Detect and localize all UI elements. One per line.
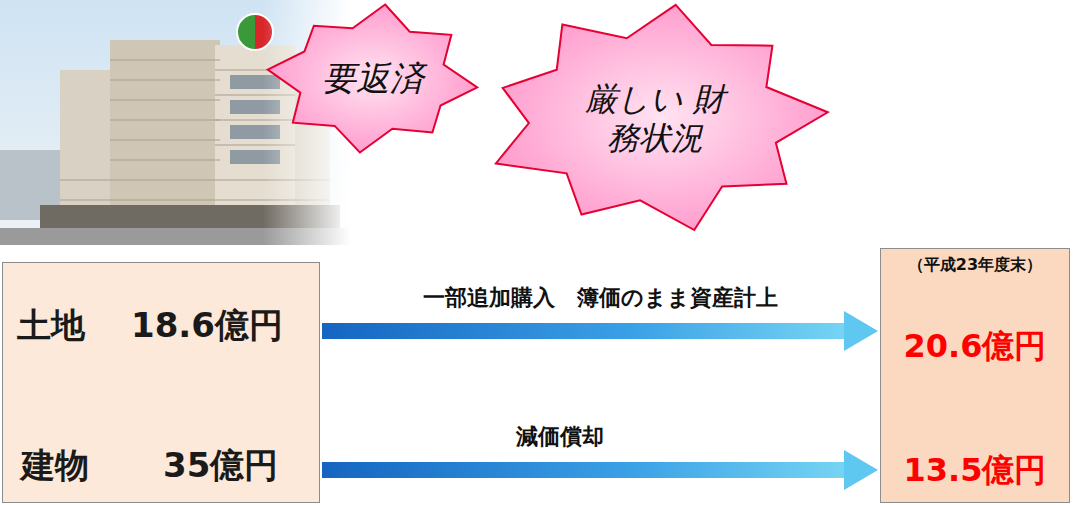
- arrow-label: 一部追加購入 簿価のまま資産計上: [423, 283, 778, 313]
- asset-value: 20.6億円: [904, 327, 1047, 365]
- callout-text: 厳しい 財務状況: [580, 80, 730, 157]
- starburst-shape: [496, 5, 828, 230]
- flow-arrow: [322, 462, 844, 478]
- starburst-shape: [268, 5, 477, 153]
- asset-value: 13.5億円: [904, 451, 1047, 489]
- result-box: （平成23年度末） 20.6億円 13.5億円: [880, 248, 1070, 503]
- flow-arrow: [322, 323, 844, 339]
- burst-callout: 要返済: [265, 2, 480, 155]
- callout-text: 要返済: [322, 58, 424, 99]
- asset-box: 土地 18.6億円建物 35億円: [2, 262, 320, 503]
- asset-value: 18.6億円: [131, 305, 283, 346]
- period-heading: （平成23年度末）: [908, 255, 1042, 274]
- burst-callout: 厳しい 財務状況: [480, 2, 830, 235]
- asset-name: 土地: [17, 305, 85, 346]
- asset-value: 35億円: [163, 445, 278, 486]
- arrow-label: 減価償却: [516, 422, 604, 452]
- asset-name: 建物: [21, 445, 89, 486]
